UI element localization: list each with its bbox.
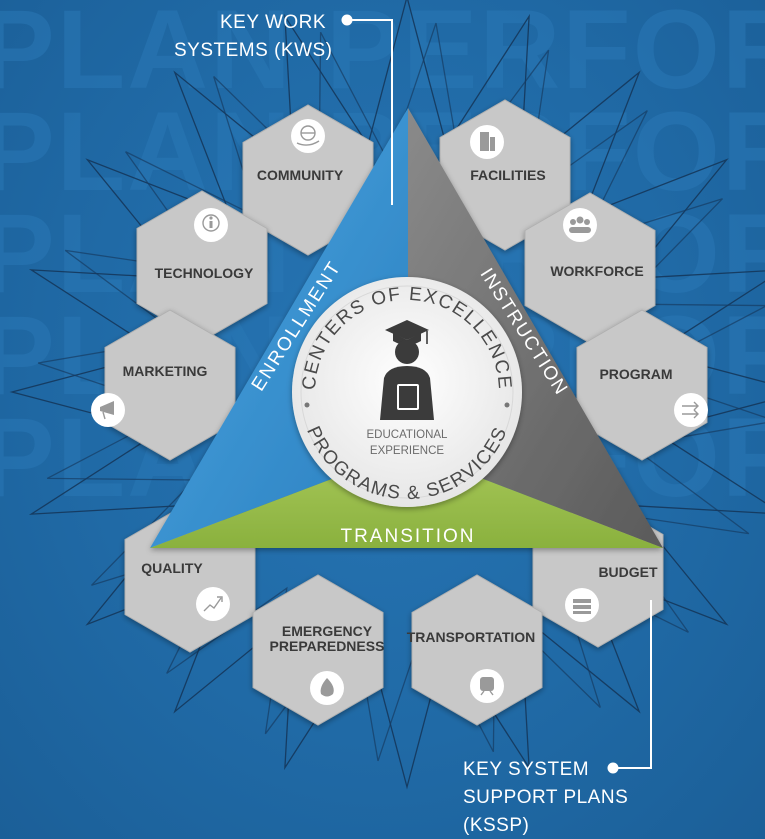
globe-hand-icon xyxy=(291,119,325,153)
kssp-callout-line2: SUPPORT PLANS xyxy=(463,787,628,808)
arrows-icon xyxy=(674,393,708,427)
hexagon-label: FACILITIES xyxy=(470,167,545,183)
kssp-callout-line xyxy=(613,600,652,769)
center-circle: CENTERS OF EXCELLENCE PROGRAMS & SERVICE… xyxy=(292,277,522,507)
transition-label: TRANSITION xyxy=(340,526,475,547)
arrows-icon-glyph xyxy=(682,401,699,419)
globe-hand-icon-glyph xyxy=(296,125,320,146)
money-stack-icon-glyph xyxy=(573,599,591,614)
megaphone-icon-glyph xyxy=(100,401,114,420)
touch-info-icon-glyph xyxy=(202,214,220,232)
kws-callout: KEY WORK SYSTEMS (KWS) xyxy=(174,12,393,205)
kssp-callout: KEY SYSTEM SUPPORT PLANS (KSSP) xyxy=(463,600,652,836)
hexagon-label: TECHNOLOGY xyxy=(155,265,254,281)
hexagon-label: QUALITY xyxy=(141,560,203,576)
fire-icon-glyph xyxy=(320,678,334,697)
kws-callout-line xyxy=(347,19,393,205)
hexagon-program xyxy=(576,309,708,461)
growth-chart-icon xyxy=(196,587,230,621)
hexagon-shape xyxy=(104,309,236,461)
hexagon-transportation xyxy=(411,574,543,726)
hexagon-label: WORKFORCE xyxy=(550,263,643,279)
kws-callout-line1: KEY WORK xyxy=(220,12,326,33)
hexagon-label: BUDGET xyxy=(598,564,658,580)
hexagon-label-line2: PREPAREDNESS xyxy=(270,638,385,654)
hexagon-label: COMMUNITY xyxy=(257,167,344,183)
hexagon-ring: COMMUNITY FACILITIES TECHNOLOGY WORKFORCE MA… xyxy=(91,99,708,726)
experience-text: EXPERIENCE xyxy=(370,445,444,457)
hexagon-shape xyxy=(242,104,374,256)
kssp-callout-line3: (KSSP) xyxy=(463,815,529,836)
hexagon-community xyxy=(242,104,374,256)
team-icon-glyph xyxy=(569,216,591,233)
hexagon-label: TRANSPORTATION xyxy=(407,629,536,645)
train-icon-glyph xyxy=(480,677,494,696)
hexagon-label: EMERGENCY xyxy=(282,623,373,639)
hexagon-shape xyxy=(576,309,708,461)
hexagon-label: MARKETING xyxy=(123,363,208,379)
bg-word-1: PLAN PERFORMA xyxy=(0,0,765,112)
building-icon-glyph xyxy=(480,132,495,151)
growth-chart-icon-glyph xyxy=(203,596,223,612)
hexagon-emergency xyxy=(252,574,384,726)
kssp-callout-line1: KEY SYSTEM xyxy=(463,759,589,780)
hexagon-marketing xyxy=(104,309,236,461)
hexagon-shape xyxy=(252,574,384,726)
kws-callout-line2: SYSTEMS (KWS) xyxy=(174,40,333,61)
hexagon-label: PROGRAM xyxy=(599,366,672,382)
educational-text: EDUCATIONAL xyxy=(367,429,449,441)
graduate-icon xyxy=(380,320,434,420)
hexagon-shape xyxy=(411,574,543,726)
team-icon xyxy=(563,208,597,242)
